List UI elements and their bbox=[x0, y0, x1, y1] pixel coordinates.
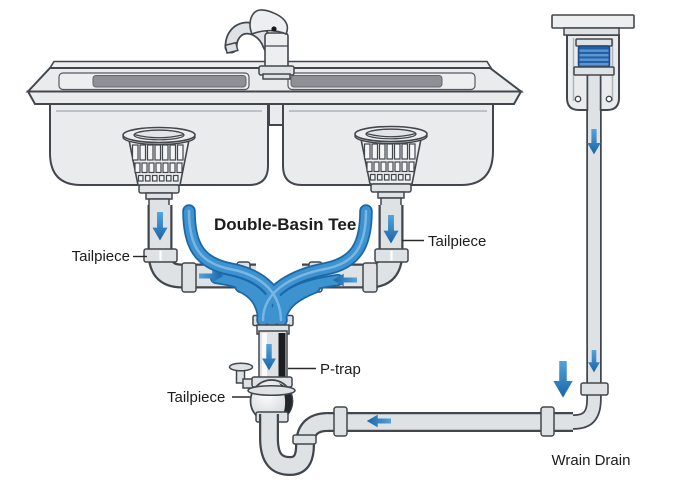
drain-coupling-right bbox=[540, 406, 555, 437]
wall-drain-fixture bbox=[551, 14, 635, 111]
fixture-flange bbox=[551, 14, 635, 29]
fixture-collar-bottom bbox=[573, 66, 615, 76]
double-basin-tee-assembly bbox=[182, 204, 373, 381]
fixture-lip bbox=[563, 27, 620, 36]
screw-hole-icon bbox=[605, 95, 613, 103]
faucet bbox=[224, 9, 295, 80]
coupling-left-outer bbox=[181, 262, 197, 293]
label-p-trap: P-trap bbox=[320, 361, 361, 378]
label-main-drain: Wrain Drain bbox=[552, 452, 631, 469]
cleanout-valve bbox=[228, 362, 255, 389]
sink-front-lip bbox=[26, 90, 523, 105]
drainboard-left bbox=[58, 72, 250, 91]
p-trap-assembly bbox=[228, 362, 296, 423]
flow-arrow-down-big bbox=[553, 361, 573, 398]
drain-coupling-left bbox=[333, 406, 348, 437]
label-double-basin-tee: Double-Basin Tee bbox=[214, 215, 356, 234]
basin-divider bbox=[268, 103, 284, 126]
label-tailpiece-right: Tailpiece bbox=[428, 233, 486, 250]
wall-pipe-coupling bbox=[580, 382, 609, 396]
drain-pipes bbox=[259, 72, 609, 477]
screw-hole-icon bbox=[574, 95, 582, 103]
fixture-collar-top bbox=[575, 38, 613, 47]
faucet-handle-dot bbox=[271, 26, 277, 32]
trap-band bbox=[247, 384, 296, 397]
labels: Double-Basin Tee Tailpiece Tailpiece P-t… bbox=[72, 215, 631, 469]
water-streams bbox=[182, 204, 373, 328]
sink-countertop bbox=[25, 60, 524, 105]
faucet-aerator bbox=[224, 41, 239, 54]
faucet-handle bbox=[249, 9, 289, 36]
coupling-right-outer bbox=[362, 262, 378, 293]
slip-nut-right bbox=[374, 248, 409, 263]
label-tailpiece-trap: Tailpiece bbox=[167, 389, 225, 406]
tee-outlet-pipe bbox=[258, 330, 288, 381]
slip-nut-left bbox=[143, 248, 178, 263]
riser-nut bbox=[292, 434, 317, 445]
compression-coil bbox=[577, 45, 611, 68]
sink-basins bbox=[49, 103, 494, 186]
label-tailpiece-left: Tailpiece bbox=[72, 248, 130, 265]
drainboard-right bbox=[287, 72, 476, 91]
